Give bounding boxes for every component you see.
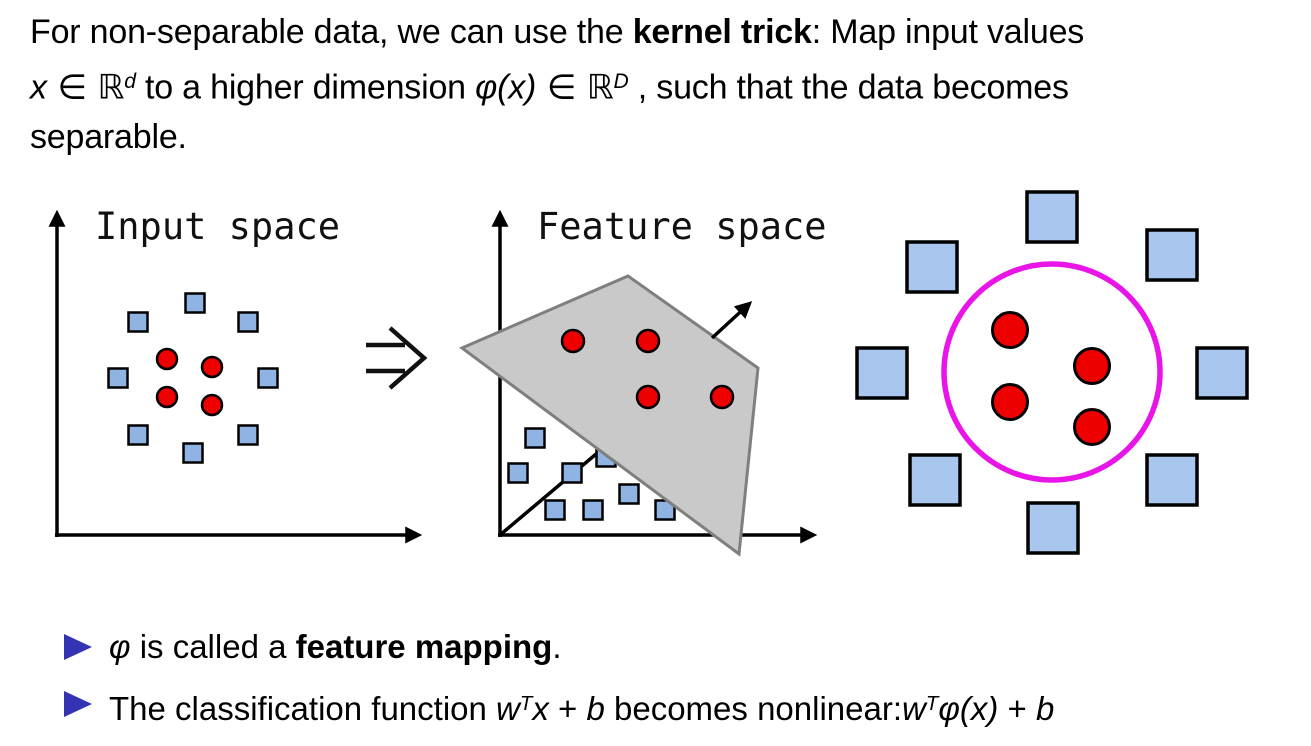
element-of-symbol: ∈ (536, 67, 587, 108)
math-b: b (1035, 690, 1055, 728)
class-circle-marker (635, 328, 661, 354)
kernel-trick-term: kernel trick (632, 13, 812, 51)
input-space-label: Input space (95, 205, 340, 248)
math-w: w (496, 690, 520, 728)
class-circle-marker (991, 383, 1029, 421)
class-square-marker (544, 499, 566, 521)
class-square-marker (184, 292, 206, 314)
feature-space-panel: Feature space (459, 205, 827, 557)
superscript-T: T (925, 692, 939, 715)
class-square-marker (1145, 228, 1199, 282)
bullet-triangle-icon (64, 634, 92, 660)
bullet-2-text: The classification function wTx + b beco… (109, 684, 1054, 729)
class-square-marker (127, 311, 149, 333)
class-square-marker (1145, 453, 1199, 507)
class-square-marker (1026, 501, 1080, 555)
class-circle-marker (200, 393, 224, 417)
bullet-text: + (548, 690, 587, 728)
intro-text: separable. (30, 117, 187, 156)
class-circle-marker (200, 355, 224, 379)
class-circle-marker (1073, 347, 1111, 385)
class-circle-marker (155, 385, 179, 409)
class-square-marker (127, 424, 149, 446)
class-circle-marker (635, 384, 661, 410)
feature-space-z-axis (498, 442, 610, 537)
element-of-symbol: ∈ (46, 67, 98, 108)
class-square-marker (507, 462, 529, 484)
class-square-marker (905, 240, 959, 294)
intro-text: , such that the data becomes (628, 68, 1069, 107)
real-numbers-symbol: ℝ (97, 67, 125, 108)
bullet-text: becomes nonlinear: (604, 690, 903, 728)
math-w: w (902, 690, 926, 728)
superscript-d: d (124, 70, 136, 93)
bullet-1-text: φ is called a feature mapping. (109, 627, 562, 667)
feature-space-label: Feature space (537, 205, 827, 248)
class-square-marker (908, 453, 962, 507)
normal-vector-arrow (710, 301, 753, 340)
math-phi: φ (109, 628, 131, 665)
class-square-marker (182, 442, 204, 464)
math-b: b (586, 690, 605, 728)
class-circle-marker (991, 311, 1029, 349)
math-x: x (30, 68, 47, 107)
class-square-marker (654, 499, 676, 521)
class-circle-marker (1073, 408, 1111, 446)
bullet-item-2: The classification function wTx + b beco… (64, 684, 1054, 729)
intro-text: : Map input values (811, 13, 1085, 51)
separating-hyperplane (459, 274, 760, 557)
intro-line-1: For non-separable data, we can use the k… (30, 8, 1084, 57)
feature-mapping-term: feature mapping (295, 628, 553, 665)
class-square-marker (237, 424, 259, 446)
math-paren-x: (x) (959, 690, 999, 728)
intro-text: to a higher dimension (135, 68, 476, 107)
bullet-text: . (552, 628, 562, 665)
class-square-marker (855, 346, 909, 400)
class-square-marker (257, 367, 279, 389)
map-arrow-icon (366, 326, 428, 390)
class-square-marker (582, 499, 604, 521)
class-square-marker (595, 446, 617, 468)
input-space-panel: Input space (48, 205, 423, 544)
math-phi: φ (938, 690, 960, 728)
class-circle-marker (560, 328, 586, 354)
class-square-marker (1195, 346, 1249, 400)
math-x: x (532, 690, 549, 728)
superscript-D: D (613, 70, 629, 93)
decision-boundary-circle (941, 261, 1163, 483)
bullet-triangle-icon (64, 691, 92, 717)
class-square-marker (1025, 190, 1079, 244)
class-square-marker (618, 483, 640, 505)
class-square-marker (524, 427, 546, 449)
class-circle-marker (709, 384, 735, 410)
class-circle-marker (155, 347, 179, 371)
bullet-item-1: φ is called a feature mapping. (64, 627, 1054, 667)
intro-line-3: separable. (30, 113, 1084, 162)
class-square-marker (561, 462, 583, 484)
real-numbers-symbol: ℝ (586, 67, 614, 108)
class-square-marker (107, 367, 129, 389)
bullet-text: + (998, 690, 1036, 728)
kernel-space-panel (855, 190, 1249, 555)
intro-paragraph: For non-separable data, we can use the k… (30, 8, 1084, 162)
class-square-marker (237, 311, 259, 333)
bullet-list: φ is called a feature mapping. The class… (64, 627, 1054, 746)
superscript-T: T (519, 692, 533, 715)
intro-text: For non-separable data, we can use the (30, 13, 633, 51)
intro-line-2: x ∈ ℝd to a higher dimension φ(x) ∈ ℝD ,… (30, 57, 1084, 113)
bullet-text: The classification function (109, 690, 497, 728)
math-phi-x: φ(x) (475, 68, 537, 107)
bullet-text: is called a (130, 628, 296, 665)
